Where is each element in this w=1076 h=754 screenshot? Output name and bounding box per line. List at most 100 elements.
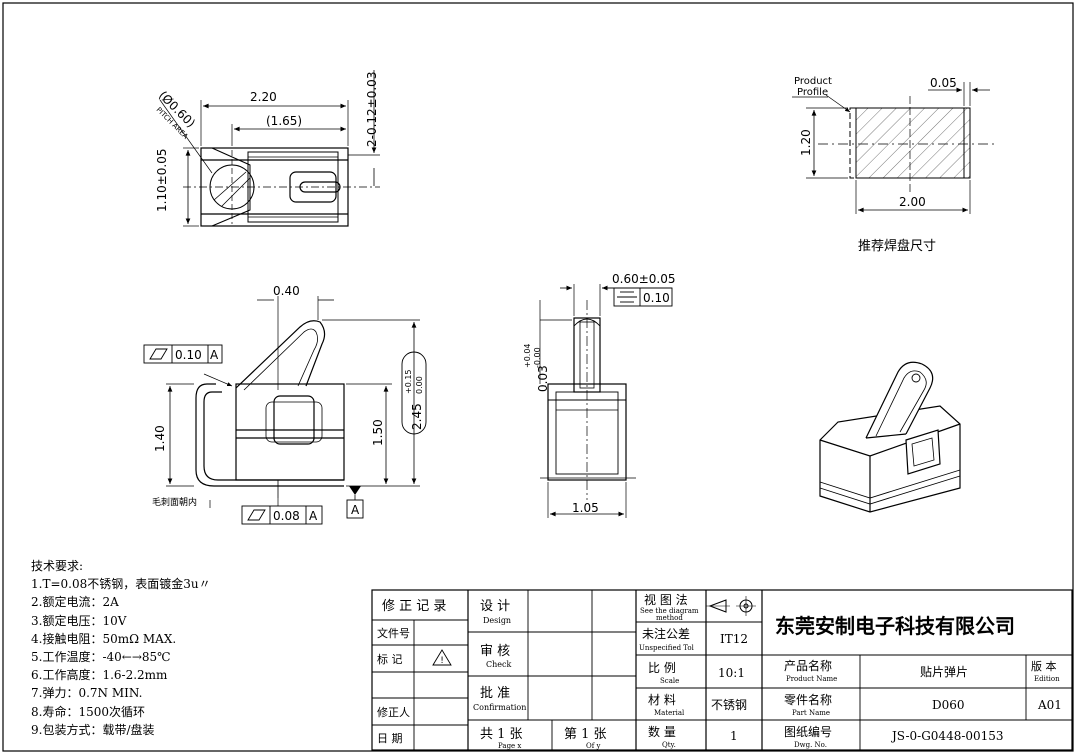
material-label-en: Material: [654, 709, 685, 717]
side-body-outline: [195, 383, 344, 487]
side-body-height-dim: 1.50: [371, 419, 385, 446]
check-label: 审 核: [480, 644, 510, 659]
edition-label: 版 本: [1031, 659, 1057, 673]
side-view: [166, 296, 427, 508]
mark-label: 标 记: [377, 652, 403, 666]
design-label: 设 计: [480, 599, 510, 614]
part-name-label-en: Part Name: [792, 709, 830, 717]
pad-view: [792, 82, 996, 214]
symmetry-value: 0.10: [643, 291, 670, 305]
sheet-number-label-en: Of y: [586, 742, 601, 750]
note-item: 1.T=0.08不锈钢，表面镀金3u〃: [31, 577, 211, 592]
dwg-no-value: JS-0-G0448-00153: [890, 729, 1004, 743]
note-item: 5.工作温度：-40←→85℃: [31, 650, 171, 665]
flatness-icon: [149, 348, 168, 360]
projection-symbol-icon: [706, 596, 756, 616]
flatness-top-datum: A: [210, 348, 219, 362]
isometric-view: [819, 361, 961, 513]
scale-label: 比 例: [648, 661, 676, 675]
front-offset-dim: 0.03: [536, 365, 550, 392]
confirm-label-en: Confirmation: [473, 703, 526, 712]
qty-value: 1: [730, 729, 738, 743]
svg-text:!: !: [440, 656, 444, 666]
note-item: 8.寿命：1500次循环: [31, 704, 145, 719]
design-label-en: Design: [483, 616, 511, 625]
unspecified-tol-label-en: Unspecified Tol: [639, 644, 695, 652]
doc-no-label: 文件号: [377, 626, 410, 640]
total-sheets-label: 共 1 张: [480, 727, 523, 742]
top-inner-length-dim: (1.65): [266, 114, 302, 128]
view-method-label-en2: method: [656, 614, 683, 622]
part-name-value: D060: [932, 698, 965, 712]
revised-by-label: 修正人: [377, 705, 410, 719]
side-free-height-dim: 2.45: [410, 403, 424, 430]
side-housing: [235, 383, 345, 481]
note-item: 2.额定电流：2A: [31, 595, 119, 610]
part-name-label: 零件名称: [784, 692, 832, 707]
qty-label-en: Qty.: [662, 741, 676, 749]
pad-hatched-area: [855, 107, 971, 179]
front-thickness-dim: 0.60±0.05: [612, 272, 676, 286]
pad-caption: 推荐焊盘尺寸: [858, 238, 936, 254]
flatness-icon: [247, 509, 266, 521]
note-item: 9.包装方式：载带/盘装: [31, 722, 155, 737]
unspecified-tol-value: IT12: [720, 632, 748, 646]
sheet-number-label: 第 1 张: [564, 727, 607, 742]
revision-triangle-icon: [432, 649, 452, 666]
title-block: !: [371, 589, 1073, 751]
note-item: 4.接触电阻：50mΩ MAX.: [31, 631, 177, 646]
material-label: 材 料: [648, 693, 676, 707]
front-view: [539, 284, 672, 518]
top-height-tol-dim: 2-0.12±0.03: [365, 72, 379, 147]
notes-title: 技术要求:: [31, 559, 84, 573]
edition-value: A01: [1037, 698, 1062, 712]
side-arm-offset-dim: 0.40: [273, 284, 300, 298]
front-width-dim: 1.05: [572, 501, 599, 515]
top-length-dim: 2.20: [250, 90, 277, 104]
scale-value: 10:1: [718, 666, 745, 680]
technical-notes: 技术要求: 1.T=0.08不锈钢，表面镀金3u〃 2.额定电流：2A 3.额定…: [31, 557, 211, 739]
flatness-frame-bottom: 0.08 A: [241, 505, 323, 525]
edition-label-en: Edition: [1034, 675, 1060, 683]
product-name-label-en: Product Name: [786, 675, 837, 683]
material-value: 不锈钢: [711, 698, 747, 712]
top-width-dim: 1.10±0.05: [155, 149, 169, 213]
product-name-value: 贴片弹片: [920, 665, 968, 679]
dwg-no-label: 图纸编号: [784, 724, 832, 739]
burr-note: 毛刺面朝内: [152, 496, 197, 508]
flatness-frame-top: 0.10 A: [143, 344, 223, 364]
pad-offset-dim: 0.05: [930, 76, 957, 90]
symmetry-icon: [617, 291, 637, 303]
product-profile-label-1: Product: [794, 76, 832, 87]
date-label: 日 期: [377, 732, 403, 745]
pad-height-dim: 1.20: [799, 129, 813, 156]
unspecified-tol-label: 未注公差: [642, 626, 690, 641]
pad-width-dim: 2.00: [899, 195, 926, 209]
check-label-en: Check: [486, 660, 511, 669]
view-method-label: 视 图 法: [644, 592, 688, 607]
datum-a-box: A: [346, 499, 364, 519]
note-item: 3.额定电压：10V: [31, 613, 127, 628]
total-sheets-label-en: Page x: [498, 742, 521, 750]
contact-arm: [235, 320, 326, 389]
side-window: [273, 395, 315, 445]
side-height-dim: 1.40: [153, 425, 167, 452]
side-free-height-tol-upper: +0.15: [404, 369, 413, 394]
flatness-bottom-datum: A: [309, 509, 318, 523]
front-offset-tol-upper: +0.04: [523, 343, 532, 368]
side-free-height-tol-lower: 0.00: [415, 376, 424, 394]
symmetry-frame: 0.10: [613, 287, 673, 307]
note-item: 6.工作高度：1.6-2.2mm: [31, 668, 168, 683]
flatness-top-value: 0.10: [175, 348, 202, 362]
top-view: [159, 70, 380, 227]
product-profile-label-2: Profile: [797, 87, 828, 98]
product-name-label: 产品名称: [784, 658, 832, 673]
front-offset-tol-lower: -0.00: [533, 347, 542, 368]
view-method-label-en1: See the diagram: [640, 607, 699, 615]
revision-record-label: 修 正 记 录: [382, 599, 446, 614]
flatness-bottom-value: 0.08: [273, 509, 300, 523]
confirm-label: 批 准: [480, 686, 510, 701]
note-item: 7.弹力：0.7N MIN.: [31, 686, 143, 701]
datum-a-label: A: [351, 503, 360, 517]
